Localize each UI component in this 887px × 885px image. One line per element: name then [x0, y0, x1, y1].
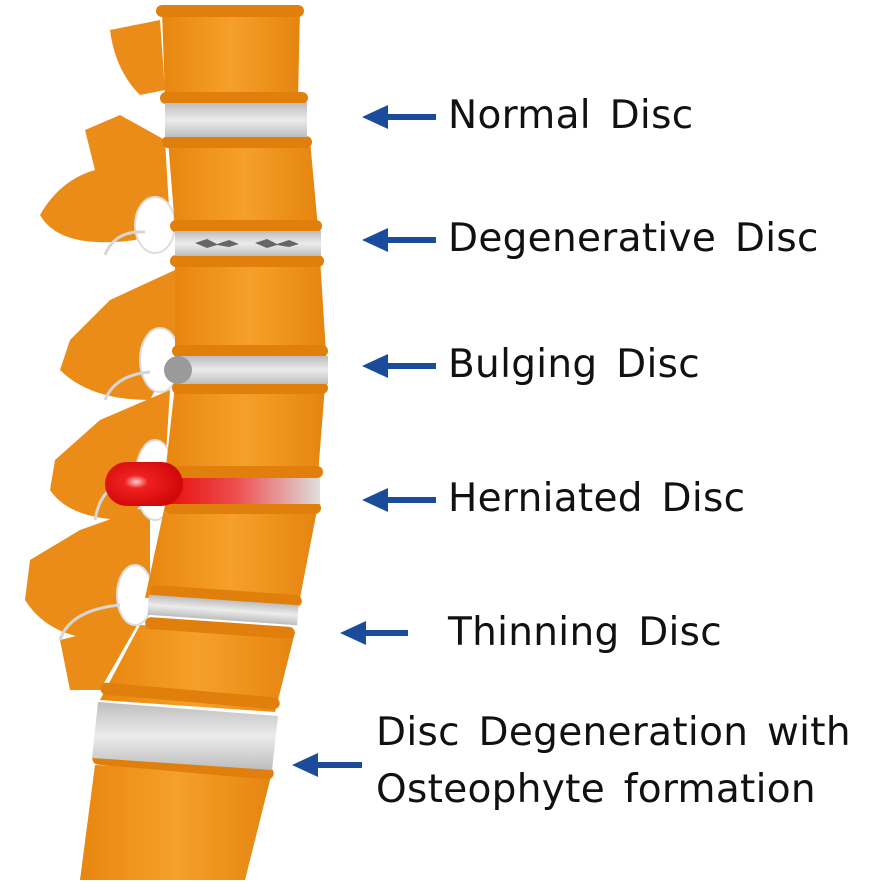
- label-degenerative-disc: Degenerative Disc: [448, 216, 819, 261]
- label-thinning-disc: Thinning Disc: [448, 610, 723, 655]
- label-osteophyte-line1: Disc Degeneration with: [376, 710, 851, 755]
- normal-disc: [165, 103, 307, 137]
- arrow-thinning: [340, 621, 408, 645]
- thinning-disc: [147, 594, 299, 626]
- bulging-disc: [178, 356, 328, 384]
- discs: [92, 103, 328, 770]
- label-bulging-disc: Bulging Disc: [448, 342, 700, 387]
- label-osteophyte-line2: Osteophyte formation: [376, 767, 816, 812]
- arrow-degenerative: [362, 228, 436, 252]
- vertebra-rims: [92, 5, 328, 780]
- arrow-normal: [362, 105, 436, 129]
- arrow-osteophyte: [292, 753, 362, 777]
- osteophyte-disc: [92, 702, 278, 770]
- arrow-herniated: [362, 488, 436, 512]
- herniated-disc: [170, 478, 320, 504]
- label-normal-disc: Normal Disc: [448, 93, 694, 138]
- label-herniated-disc: Herniated Disc: [448, 476, 746, 521]
- arrows: [292, 105, 436, 777]
- arrow-bulging: [362, 354, 436, 378]
